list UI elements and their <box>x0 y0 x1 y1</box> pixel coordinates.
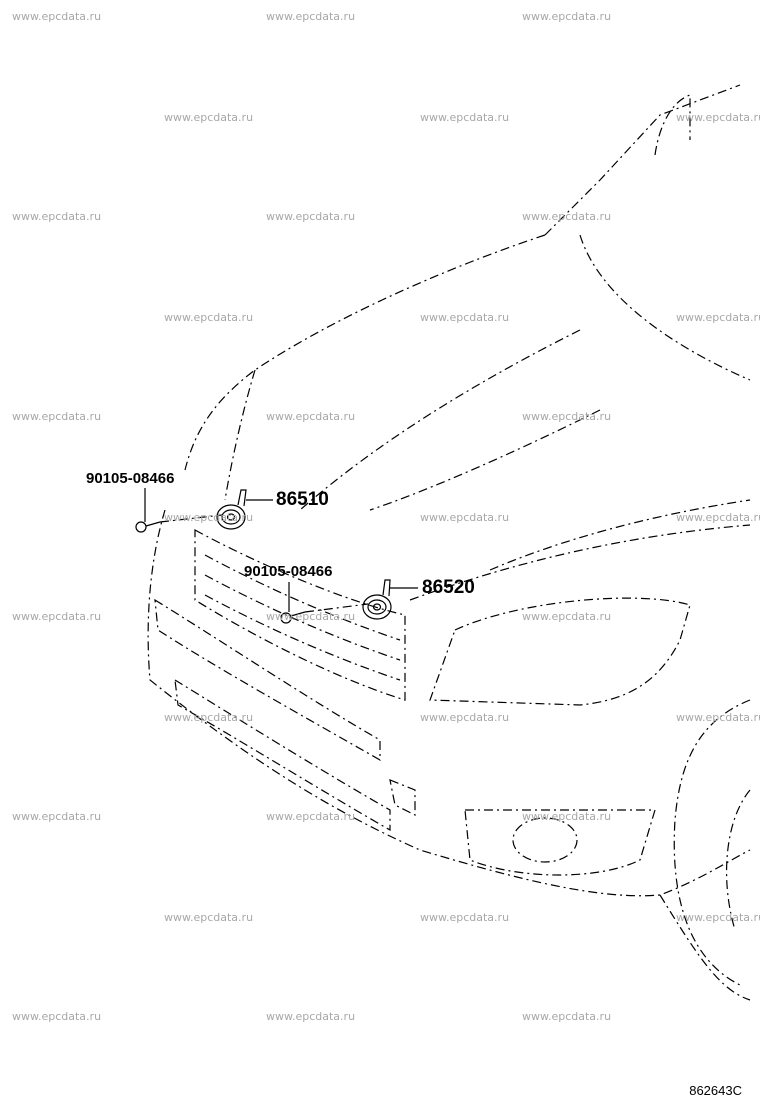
hood-crease-2 <box>369 409 601 511</box>
watermark: www.epcdata.ru <box>676 511 760 524</box>
bumper-outline <box>147 509 751 897</box>
bumper-upper-slot <box>154 598 381 762</box>
watermark: www.epcdata.ru <box>522 10 612 23</box>
watermark: www.epcdata.ru <box>420 311 510 324</box>
watermark: www.epcdata.ru <box>12 10 102 23</box>
part-number-bolt-upper[interactable]: 90105-08466 <box>86 470 175 487</box>
watermark: www.epcdata.ru <box>12 210 102 223</box>
watermark: www.epcdata.ru <box>266 10 356 23</box>
watermark: www.epcdata.ru <box>266 1010 356 1023</box>
hood-inner-line <box>224 369 256 501</box>
grille-bar-2 <box>204 574 401 661</box>
watermark: www.epcdata.ru <box>266 210 356 223</box>
fender-line <box>489 499 751 571</box>
watermark: www.epcdata.ru <box>522 1010 612 1023</box>
grille-outline <box>194 528 406 701</box>
watermark: www.epcdata.ru <box>522 610 612 623</box>
hood-crease <box>299 329 581 511</box>
foglamp-lens <box>512 817 578 863</box>
watermark: www.epcdata.ru <box>12 810 102 823</box>
watermark: www.epcdata.ru <box>266 610 356 623</box>
leader-bolt-lower-axis <box>304 603 369 613</box>
watermark: www.epcdata.ru <box>420 711 510 724</box>
hood-front-edge <box>184 234 546 471</box>
leader-bolt-upper-axis <box>159 514 223 523</box>
watermark: www.epcdata.ru <box>266 810 356 823</box>
watermark: www.epcdata.ru <box>522 410 612 423</box>
watermark: www.epcdata.ru <box>164 511 254 524</box>
windshield-pillar <box>544 84 741 236</box>
watermark: www.epcdata.ru <box>420 111 510 124</box>
bumper-lower-slot <box>174 678 391 832</box>
watermark: www.epcdata.ru <box>676 311 760 324</box>
watermark: www.epcdata.ru <box>266 410 356 423</box>
horn-86510 <box>216 489 247 530</box>
watermark: www.epcdata.ru <box>12 610 102 623</box>
watermark: www.epcdata.ru <box>12 1010 102 1023</box>
watermark: www.epcdata.ru <box>420 911 510 924</box>
mirror-outline <box>654 94 691 156</box>
watermark: www.epcdata.ru <box>164 911 254 924</box>
hood-side-edge <box>579 234 751 381</box>
headlamp-outline <box>429 597 691 706</box>
part-number-horn-86520[interactable]: 86520 <box>422 577 475 598</box>
grille-bar-3 <box>204 594 401 681</box>
lower-body-line <box>659 894 751 1001</box>
bolt-upper <box>135 521 161 533</box>
watermark: www.epcdata.ru <box>164 711 254 724</box>
watermark: www.epcdata.ru <box>164 111 254 124</box>
watermark: www.epcdata.ru <box>676 711 760 724</box>
watermark: www.epcdata.ru <box>420 511 510 524</box>
bolt-lower <box>280 611 306 624</box>
watermark: www.epcdata.ru <box>522 810 612 823</box>
watermark: www.epcdata.ru <box>676 111 760 124</box>
part-number-horn-86510[interactable]: 86510 <box>276 489 329 510</box>
watermark: www.epcdata.ru <box>522 210 612 223</box>
watermark: www.epcdata.ru <box>12 410 102 423</box>
foglamp-housing <box>464 809 656 876</box>
part-number-bolt-lower[interactable]: 90105-08466 <box>244 563 333 580</box>
wheel-arch-inner <box>725 789 751 931</box>
bumper-side-block <box>389 779 416 816</box>
watermark: www.epcdata.ru <box>676 911 760 924</box>
body-side-line <box>409 524 751 601</box>
illustration-code: 862643C <box>689 1083 742 1098</box>
watermark: www.epcdata.ru <box>164 311 254 324</box>
horn-86520 <box>362 579 392 620</box>
wheel-arch <box>673 699 751 986</box>
grille-bar-1 <box>204 554 401 641</box>
